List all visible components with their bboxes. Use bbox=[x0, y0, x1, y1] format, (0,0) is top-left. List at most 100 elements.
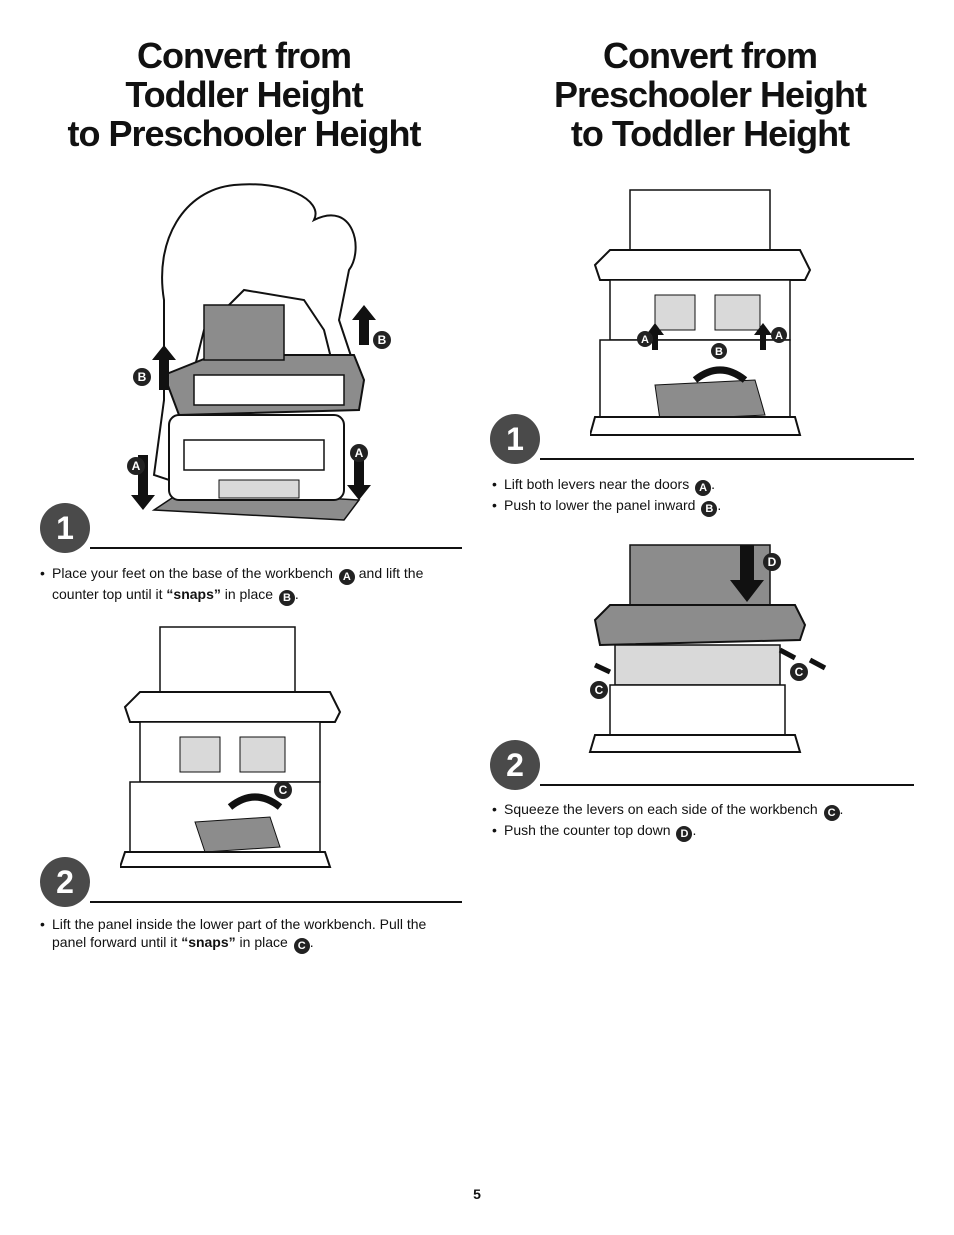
list-item: Place your feet on the base of the workb… bbox=[38, 564, 448, 606]
right-step1-illustration: A A B bbox=[590, 189, 812, 436]
list-item: Squeeze the levers on each side of the w… bbox=[490, 800, 910, 821]
right-step2-header: 2 bbox=[490, 740, 914, 790]
arrow-in-icon bbox=[778, 647, 797, 661]
punctuation: . bbox=[692, 822, 697, 838]
label-c-right: C bbox=[790, 663, 808, 681]
pegboard bbox=[629, 189, 771, 256]
arrow-up-icon bbox=[152, 345, 176, 390]
arrow-down-icon bbox=[347, 450, 371, 500]
left-title: Convert from Toddler Height to Preschool… bbox=[24, 36, 464, 153]
svg-text:A: A bbox=[775, 330, 783, 342]
curved-arrow-icon bbox=[692, 366, 748, 383]
callout-a-badge: A bbox=[338, 569, 355, 585]
punctuation: . bbox=[711, 476, 716, 492]
left-title-line-2: Toddler Height bbox=[125, 74, 363, 115]
step-number-badge: 1 bbox=[490, 414, 540, 464]
arrow-up-icon bbox=[754, 323, 772, 350]
page-number: 5 bbox=[473, 1186, 481, 1202]
pegboard bbox=[203, 304, 285, 361]
svg-text:A: A bbox=[641, 334, 649, 346]
arrow-down-icon bbox=[730, 545, 764, 602]
arrow-down-icon bbox=[131, 455, 155, 510]
punctuation: . bbox=[839, 801, 844, 817]
instruction-text: in place bbox=[224, 586, 274, 602]
svg-text:B: B bbox=[138, 370, 147, 384]
svg-text:B: B bbox=[715, 346, 723, 358]
workbench-base bbox=[588, 734, 802, 753]
instruction-text: Place your feet on the base of the workb… bbox=[52, 565, 333, 581]
label-c-left: C bbox=[590, 681, 608, 699]
label-a-right: A bbox=[771, 327, 787, 343]
curved-arrow-icon bbox=[227, 793, 283, 810]
instruction-text: Lift both levers near the doors bbox=[504, 476, 690, 492]
label-a-left: A bbox=[127, 457, 145, 475]
svg-text:B: B bbox=[378, 333, 387, 347]
arrow-up-icon bbox=[646, 323, 664, 350]
label-b-left: B bbox=[133, 368, 151, 386]
svg-text:C: C bbox=[279, 783, 288, 797]
emphasis-text: “snaps” bbox=[166, 586, 221, 602]
label-b-right: B bbox=[373, 331, 391, 349]
workbench-panel bbox=[654, 379, 766, 421]
right-step2-instructions: Squeeze the levers on each side of the w… bbox=[490, 800, 910, 842]
arrow-up-icon bbox=[352, 305, 376, 345]
step-number-badge: 1 bbox=[40, 503, 90, 553]
instruction-text: Lift the panel inside the lower part of … bbox=[52, 916, 427, 950]
right-step1-header: 1 bbox=[490, 414, 914, 464]
callout-b-badge: B bbox=[278, 590, 295, 606]
left-step2-instructions: Lift the panel inside the lower part of … bbox=[38, 915, 448, 954]
label-b: B bbox=[711, 343, 727, 359]
punctuation: . bbox=[294, 586, 299, 602]
workbench-lower bbox=[609, 684, 786, 741]
arrow-in-icon bbox=[808, 657, 827, 671]
list-item: Push the counter top down D. bbox=[490, 821, 910, 842]
callout-c-badge: C bbox=[293, 938, 310, 954]
label-a-right: A bbox=[350, 444, 368, 462]
instruction-text: Push to lower the panel inward bbox=[504, 497, 696, 513]
workbench-counter bbox=[593, 249, 812, 281]
svg-text:A: A bbox=[355, 446, 364, 460]
left-title-line-1: Convert from bbox=[136, 35, 352, 76]
instruction-text: and lift the counter top until it bbox=[52, 565, 424, 602]
label-c: C bbox=[274, 781, 292, 799]
step-divider bbox=[90, 901, 462, 903]
left-step1-header: 1 bbox=[40, 503, 462, 553]
label-d: D bbox=[763, 553, 781, 571]
right-step1-instructions: Lift both levers near the doors A. Push … bbox=[490, 475, 910, 517]
svg-text:D: D bbox=[768, 555, 777, 569]
left-step2-header: 2 bbox=[40, 857, 462, 907]
right-title-line-2: Preschooler Height bbox=[553, 74, 867, 115]
step-divider bbox=[90, 547, 462, 549]
left-step2-illustration: C bbox=[120, 626, 342, 868]
step-divider bbox=[540, 784, 914, 786]
callout-b-badge: B bbox=[701, 501, 718, 517]
callout-d-badge: D bbox=[676, 826, 693, 842]
instruction-text: Squeeze the levers on each side of the w… bbox=[504, 801, 818, 817]
right-title-line-3: to Toddler Height bbox=[570, 113, 850, 154]
workbench-counter bbox=[123, 691, 342, 723]
left-step1-instructions: Place your feet on the base of the workb… bbox=[38, 564, 448, 606]
list-item: Lift both levers near the doors A. bbox=[490, 475, 910, 496]
instruction-text: Push the counter top down bbox=[504, 822, 671, 838]
punctuation: . bbox=[309, 934, 314, 950]
callout-c-badge: C bbox=[823, 805, 840, 821]
workbench-base bbox=[120, 851, 332, 868]
right-title-line-1: Convert from bbox=[602, 35, 818, 76]
callout-a-badge: A bbox=[695, 480, 712, 496]
list-item: Lift the panel inside the lower part of … bbox=[38, 915, 448, 954]
step-number-badge: 2 bbox=[490, 740, 540, 790]
right-step2-illustration: D C C bbox=[588, 544, 827, 753]
right-title: Convert from Preschooler Height to Toddl… bbox=[490, 36, 930, 153]
emphasis-text: “snaps” bbox=[181, 934, 236, 950]
svg-text:C: C bbox=[595, 683, 604, 697]
left-title-line-3: to Preschooler Height bbox=[67, 113, 421, 154]
workbench-counter bbox=[593, 604, 807, 647]
left-step1-illustration: B B A A bbox=[127, 183, 391, 521]
arrow-in-icon bbox=[593, 662, 612, 675]
pegboard bbox=[159, 626, 296, 698]
punctuation: . bbox=[717, 497, 722, 513]
svg-text:A: A bbox=[132, 459, 141, 473]
label-a-left: A bbox=[637, 331, 653, 347]
instruction-text: in place bbox=[239, 934, 288, 950]
workbench-panel bbox=[194, 816, 281, 853]
